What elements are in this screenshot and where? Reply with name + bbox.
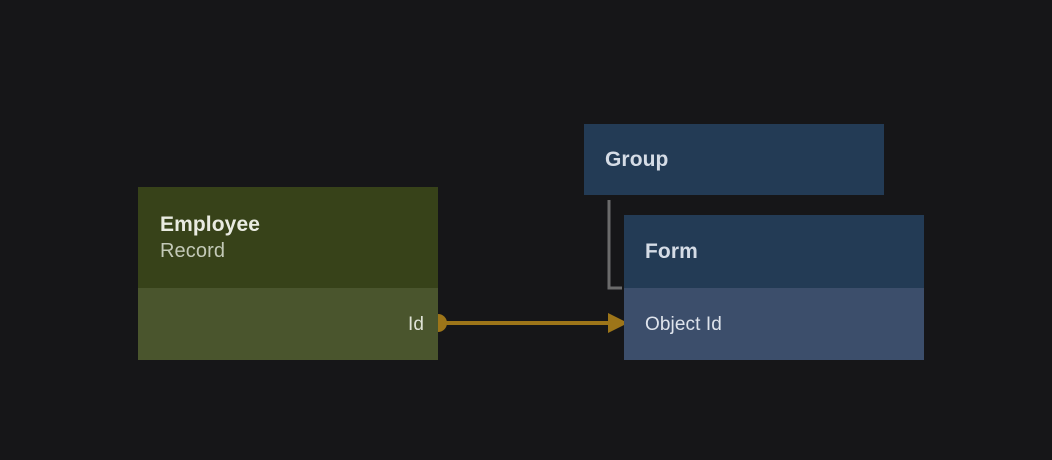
node-form-header[interactable]: Form (624, 215, 924, 288)
node-form-title: Form (645, 239, 698, 263)
node-form[interactable]: Form Object Id (624, 215, 924, 360)
node-group-title: Group (605, 147, 669, 171)
node-employee-title: Employee (160, 212, 261, 236)
node-employee-field-id-label: Id (407, 313, 424, 335)
node-employee-header[interactable]: Employee Record (138, 187, 438, 288)
node-employee-field-id[interactable]: Id (138, 288, 438, 360)
node-form-field-object-id-label: Object Id (645, 313, 722, 335)
node-group-header[interactable]: Group (584, 124, 884, 195)
node-form-field-object-id[interactable]: Object Id (624, 288, 924, 360)
containment-edge-line (607, 200, 622, 290)
node-employee[interactable]: Employee Record Id (138, 187, 438, 360)
node-employee-subtitle: Record (160, 240, 226, 263)
node-group[interactable]: Group (584, 124, 884, 195)
